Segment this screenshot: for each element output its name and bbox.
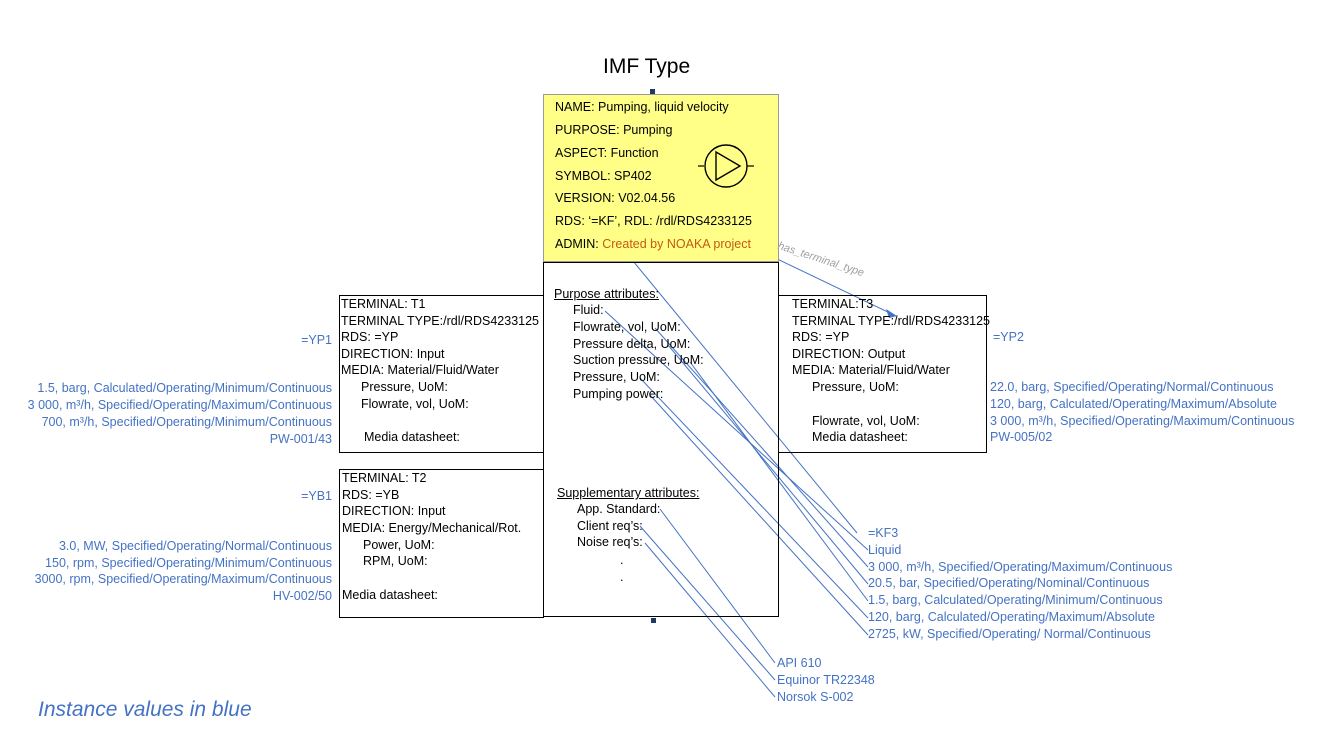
arrow-head — [886, 309, 897, 318]
inst-t1-rds: =YP1 — [301, 333, 332, 347]
supp-attr-app-standard: App. Standard: — [577, 502, 661, 516]
supplementary-attributes-heading: Supplementary attributes: — [557, 486, 700, 500]
t1-terminal-type: TERMINAL TYPE:/rdl/RDS4233125 — [341, 314, 539, 328]
connector-noise — [644, 542, 776, 698]
t3-media: MEDIA: Material/Fluid/Water — [792, 363, 950, 377]
connector-rds — [604, 226, 858, 534]
inst-t1-datasheet: PW-001/43 — [269, 432, 332, 446]
pump-symbol-icon — [698, 144, 754, 188]
t2-power: Power, UoM: — [363, 538, 435, 552]
connector-flowrate — [654, 327, 869, 568]
type-admin-value: Created by NOAKA project — [602, 237, 751, 251]
connector-pressure — [639, 377, 869, 619]
t2-terminal: TERMINAL: T2 — [342, 471, 427, 485]
purpose-attr-fluid: Fluid: — [573, 303, 604, 317]
legend-note: Instance values in blue — [38, 698, 252, 721]
type-name: NAME: Pumping, liquid velocity — [555, 100, 729, 114]
connector-app-standard — [659, 508, 776, 664]
inst-t1-pressure: 1.5, barg, Calculated/Operating/Minimum/… — [37, 381, 332, 395]
t1-terminal: TERMINAL: T1 — [341, 297, 426, 311]
inst-purpose-fluid: Liquid — [868, 543, 902, 557]
connector-suction — [689, 361, 869, 602]
inst-t3-flowrate: 3 000, m³/h, Specified/Operating/Maximum… — [990, 414, 1295, 428]
t3-terminal: TERMINAL:T3 — [792, 297, 874, 311]
terminal-t3-box[interactable] — [778, 295, 987, 453]
terminal-t2-box[interactable] — [339, 469, 544, 618]
t2-media: MEDIA: Energy/Mechanical/Rot. — [342, 521, 522, 535]
t3-rds: RDS: =YP — [792, 330, 850, 344]
type-admin: ADMIN: Created by NOAKA project — [555, 236, 751, 253]
terminal-t1-box[interactable] — [339, 295, 544, 453]
inst-supp-app-standard: API 610 — [777, 656, 822, 670]
type-admin-label: ADMIN: — [555, 237, 599, 251]
t2-direction: DIRECTION: Input — [342, 504, 446, 518]
inst-t1-flowrate: 3 000, m³/h, Specified/Operating/Maximum… — [27, 398, 332, 412]
inst-supp-noise: Norsok S-002 — [777, 690, 854, 704]
inst-t2-rpm-min: 150, rpm, Specified/Operating/Minimum/Co… — [45, 556, 332, 570]
purpose-attributes-heading: Purpose attributes: — [554, 287, 659, 301]
top-handle[interactable] — [650, 89, 655, 94]
t2-rpm: RPM, UoM: — [363, 554, 428, 568]
type-aspect: ASPECT: Function — [555, 146, 659, 160]
bottom-handle[interactable] — [651, 618, 656, 623]
supp-attr-noise: Noise req’s: — [577, 535, 643, 549]
t1-direction: DIRECTION: Input — [341, 347, 445, 361]
connector-pressure-delta — [667, 344, 869, 585]
purpose-attr-power: Pumping power: — [573, 387, 664, 401]
type-header-box[interactable] — [543, 94, 779, 262]
purpose-attr-pressure-delta: Pressure delta, UoM: — [573, 337, 691, 351]
t2-rds: RDS: =YB — [342, 488, 400, 502]
inst-t2-rds: =YB1 — [301, 489, 332, 503]
inst-t1-flowrate-min: 700, m³/h, Specified/Operating/Minimum/C… — [41, 415, 332, 429]
inst-t3-pressure: 22.0, barg, Specified/Operating/Normal/C… — [990, 380, 1274, 394]
t3-flowrate: Flowrate, vol, UoM: — [812, 414, 920, 428]
connector-fluid — [604, 310, 869, 551]
type-rds: RDS: ‘=KF’, RDL: /rdl/RDS4233125 — [555, 214, 752, 228]
type-version: VERSION: V02.04.56 — [555, 191, 676, 205]
connector-client — [639, 525, 776, 681]
inst-t2-datasheet: HV-002/50 — [272, 589, 332, 603]
inst-purpose-pressure: 120, barg, Calculated/Operating/Maximum/… — [868, 610, 1155, 624]
t3-pressure: Pressure, UoM: — [812, 380, 899, 394]
inst-t2-rpm-max: 3000, rpm, Specified/Operating/Maximum/C… — [34, 572, 332, 586]
purpose-attr-suction: Suction pressure, UoM: — [573, 353, 704, 367]
purpose-attr-pressure: Pressure, UoM: — [573, 370, 660, 384]
supp-attr-dot-2: . — [620, 570, 624, 584]
type-purpose: PURPOSE: Pumping — [555, 123, 673, 137]
supp-attr-dot-1: . — [620, 553, 624, 567]
inst-t3-datasheet: PW-005/02 — [990, 430, 1053, 444]
purpose-attr-flowrate: Flowrate, vol, UoM: — [573, 320, 681, 334]
page-title: IMF Type — [603, 55, 691, 78]
inst-purpose-pressure-delta: 20.5, bar, Specified/Operating/Nominal/C… — [868, 576, 1150, 590]
t3-direction: DIRECTION: Output — [792, 347, 906, 361]
inst-t2-power: 3.0, MW, Specified/Operating/Normal/Cont… — [58, 539, 332, 553]
inst-purpose-flowrate: 3 000, m³/h, Specified/Operating/Maximum… — [868, 560, 1173, 574]
t3-datasheet: Media datasheet: — [812, 430, 908, 444]
supp-attr-client: Client req’s: — [577, 519, 643, 533]
type-symbol: SYMBOL: SP402 — [555, 169, 652, 183]
connector-power — [649, 394, 869, 636]
t2-datasheet: Media datasheet: — [342, 588, 438, 602]
t1-pressure: Pressure, UoM: — [361, 380, 448, 394]
inst-t3-pressure-max: 120, barg, Calculated/Operating/Maximum/… — [990, 397, 1277, 411]
inst-purpose-rds: =KF3 — [868, 526, 899, 540]
t1-rds: RDS: =YP — [341, 330, 399, 344]
t1-datasheet: Media datasheet: — [364, 430, 460, 444]
t3-terminal-type: TERMINAL TYPE:/rdl/RDS4233125 — [792, 314, 990, 328]
t1-media: MEDIA: Material/Fluid/Water — [341, 363, 499, 377]
inst-purpose-suction: 1.5, barg, Calculated/Operating/Minimum/… — [868, 593, 1163, 607]
inst-t3-rds: =YP2 — [993, 330, 1024, 344]
t1-flowrate: Flowrate, vol, UoM: — [361, 397, 469, 411]
inst-supp-client: Equinor TR22348 — [777, 673, 875, 687]
inst-purpose-power: 2725, kW, Specified/Operating/ Normal/Co… — [868, 627, 1151, 641]
